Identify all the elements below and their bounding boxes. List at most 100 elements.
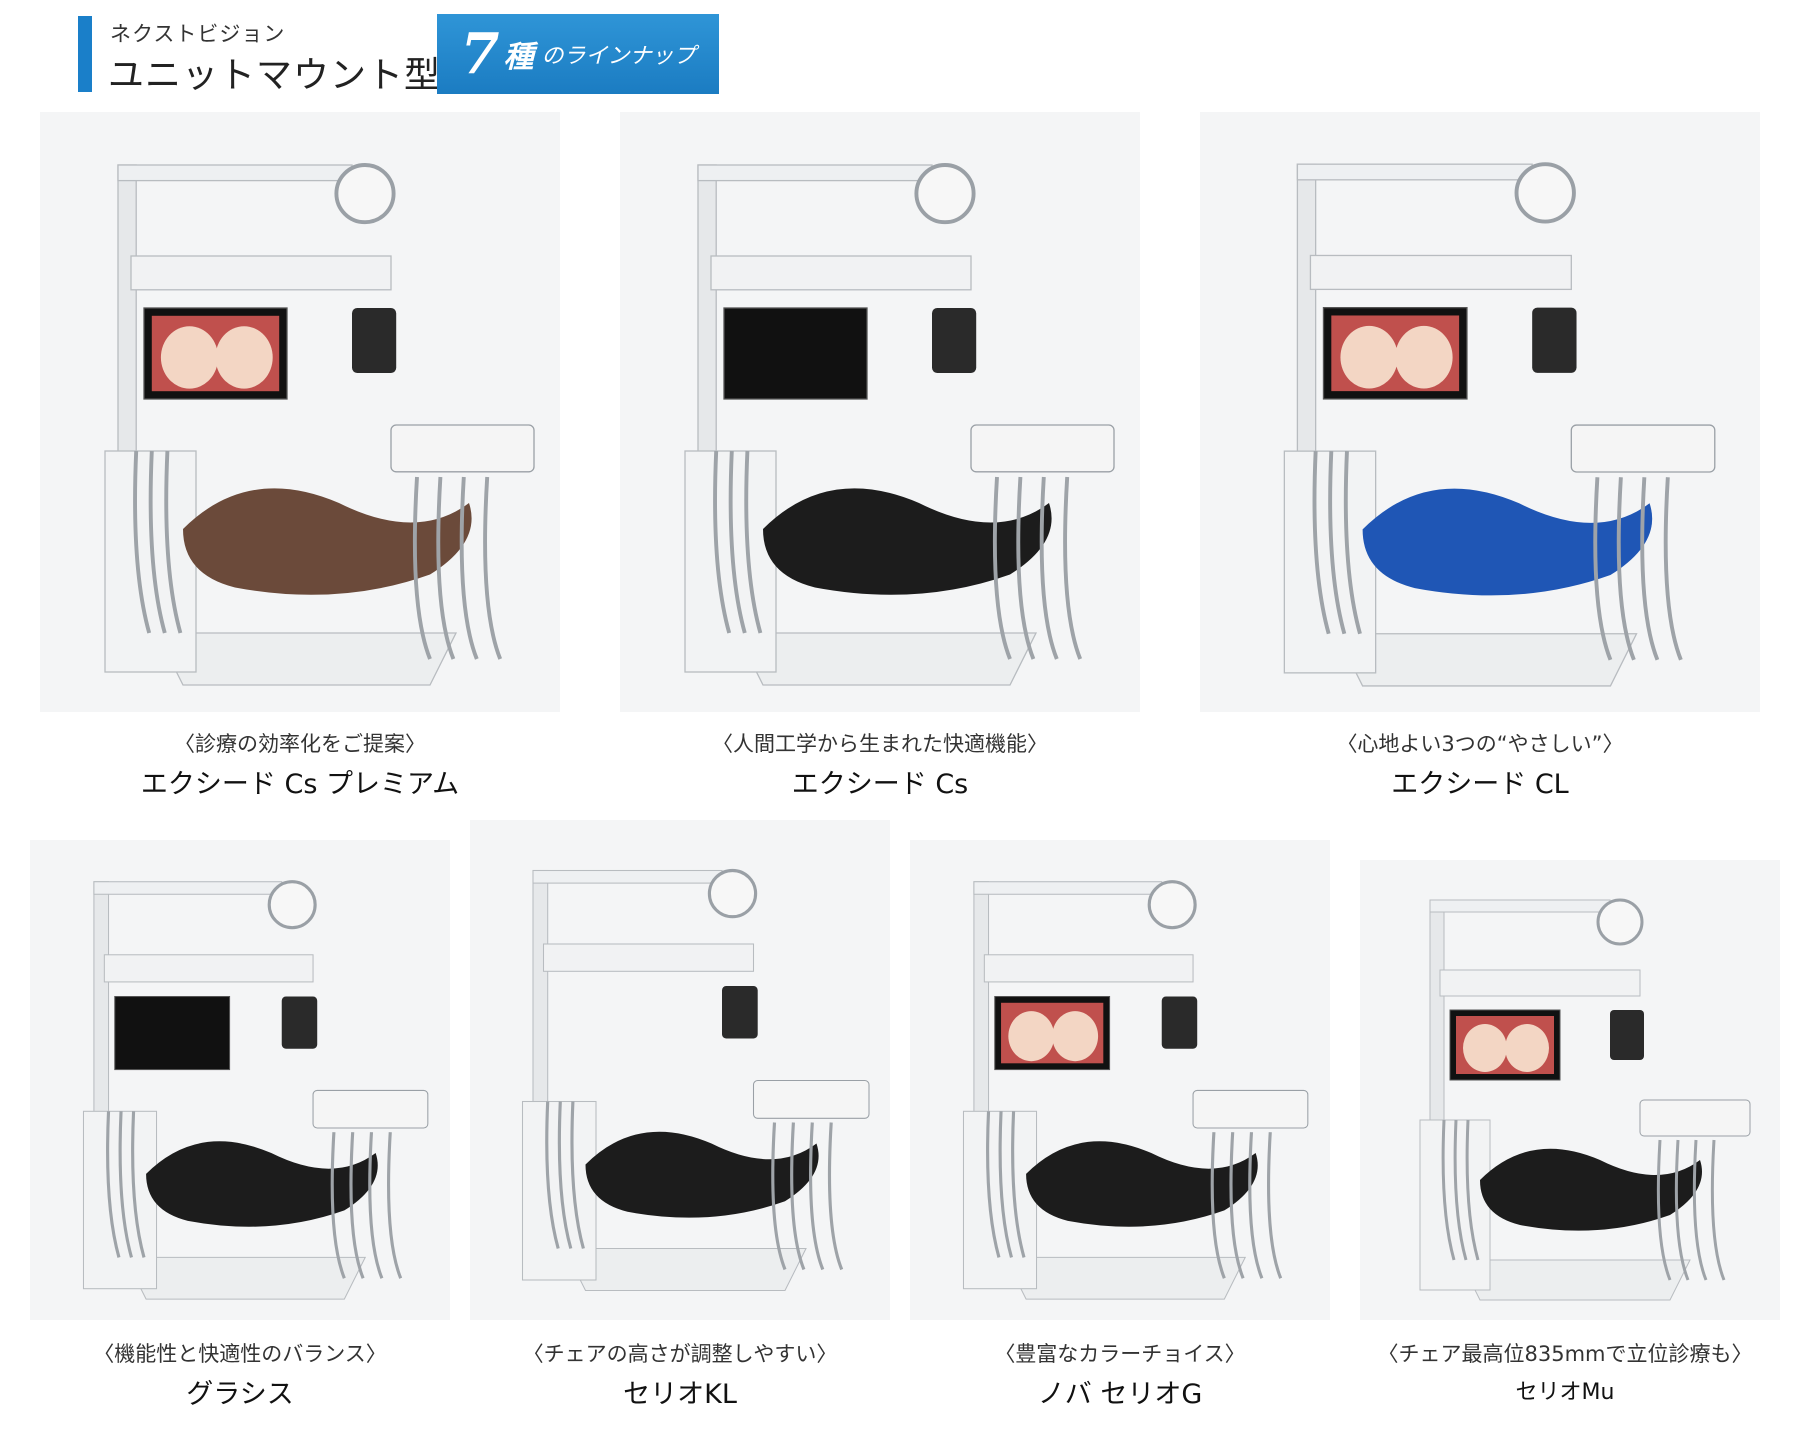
instrument-hose xyxy=(1248,1132,1264,1279)
header-accent-bar xyxy=(78,16,92,92)
instrument-hose xyxy=(1343,451,1362,635)
product-tagline: 〈心地よい3つの“やさしい”〉 xyxy=(1336,732,1624,756)
instrument-tray xyxy=(1639,1099,1751,1137)
instrument-hose xyxy=(827,1122,844,1271)
product-name: グラシス xyxy=(186,1379,294,1410)
monitor-arm xyxy=(1309,254,1572,291)
instrument-hose xyxy=(164,450,183,634)
dental-unit-illustration xyxy=(1283,162,1716,687)
chair-base xyxy=(155,632,458,686)
intraoral-camera-icon xyxy=(1161,996,1198,1049)
instrument-hose xyxy=(1229,1132,1245,1279)
product-tagline: 〈豊富なカラーチョイス〉 xyxy=(994,1342,1246,1366)
instrument-hose xyxy=(118,1111,133,1258)
instrument-hose xyxy=(557,1101,573,1249)
instrument-hose xyxy=(1441,1119,1456,1261)
product-image-serio-mu xyxy=(1360,860,1780,1320)
instrument-hose xyxy=(1016,476,1036,660)
instrument-hose xyxy=(133,450,152,634)
operating-light-icon xyxy=(1596,898,1644,946)
instrument-hose xyxy=(368,1132,384,1279)
operating-light-icon xyxy=(267,880,317,930)
lineup-badge: 7 種 のラインナップ xyxy=(437,14,719,94)
instrument-hose xyxy=(459,476,479,660)
instrument-hose xyxy=(986,1111,1001,1258)
instrument-hose xyxy=(728,450,747,634)
instrument-hose xyxy=(1312,451,1331,635)
instrument-hose xyxy=(1674,1139,1690,1281)
chair-base xyxy=(563,1247,807,1292)
instrument-hose xyxy=(436,476,456,660)
instrument-hose xyxy=(387,1132,403,1279)
product-image-exceed-cs xyxy=(620,112,1140,712)
monitor-arm xyxy=(130,255,392,291)
monitor-frame xyxy=(723,307,868,400)
tooth-icon xyxy=(1340,325,1398,389)
monitor-arm xyxy=(710,255,972,291)
tooth-icon xyxy=(215,326,273,389)
operating-light-icon xyxy=(914,163,976,225)
product-name: エクシード CL xyxy=(1391,769,1569,800)
instrument-hose xyxy=(1465,1119,1480,1261)
header-subtitle: ネクストビジョン xyxy=(110,22,286,46)
monitor-arm xyxy=(983,954,1194,983)
dental-unit-illustration xyxy=(82,880,429,1300)
light-arm xyxy=(117,164,353,182)
instrument-tray xyxy=(1192,1089,1309,1129)
instrument-hose xyxy=(1267,1132,1283,1279)
instrument-hose xyxy=(790,1122,806,1271)
operating-light-icon xyxy=(1514,162,1576,224)
instrument-tray xyxy=(970,424,1115,473)
instrument-hose xyxy=(570,1101,585,1249)
instrument-tray xyxy=(1570,424,1716,473)
instrument-tray xyxy=(312,1089,429,1129)
instrument-hose xyxy=(713,450,732,634)
chair-base xyxy=(124,1256,367,1300)
light-arm xyxy=(532,869,723,884)
dental-unit-illustration xyxy=(104,163,535,686)
tooth-icon xyxy=(1008,1011,1055,1062)
chair-seat xyxy=(763,488,1052,595)
product-name: ノバ セリオG xyxy=(1037,1379,1203,1410)
instrument-hose xyxy=(131,1111,146,1258)
monitor-frame xyxy=(114,996,231,1071)
chair-seat xyxy=(585,1131,819,1218)
instrument-hose xyxy=(349,1132,365,1279)
instrument-tray xyxy=(752,1079,870,1119)
chair-base xyxy=(735,632,1038,686)
instrument-hose xyxy=(1656,1139,1672,1281)
instrument-hose xyxy=(1663,477,1683,661)
instrument-hose xyxy=(1453,1119,1468,1261)
instrument-hose xyxy=(998,1111,1013,1258)
intraoral-camera-icon xyxy=(722,986,758,1039)
product-tagline: 〈診療の効率化をご提案〉 xyxy=(174,732,426,756)
product-tagline: 〈機能性と快適性のバランス〉 xyxy=(93,1342,387,1366)
instrument-hose xyxy=(545,1101,560,1249)
operating-light-icon xyxy=(707,868,758,919)
instrument-tray xyxy=(390,424,535,473)
chair-seat xyxy=(183,488,472,595)
instrument-hose xyxy=(992,476,1012,660)
instrument-hose xyxy=(1692,1139,1708,1281)
intraoral-camera-icon xyxy=(1610,1010,1644,1060)
chair-seat xyxy=(1480,1148,1702,1231)
monitor-arm xyxy=(542,943,755,972)
light-arm xyxy=(1429,899,1611,913)
instrument-hose xyxy=(1011,1111,1026,1258)
product-image-exceed-cs-premium xyxy=(40,112,560,712)
product-tagline: 〈チェア最高位835mmで立位診療も〉 xyxy=(1377,1342,1753,1366)
tooth-icon xyxy=(160,326,219,389)
operating-light-icon xyxy=(1147,880,1197,930)
light-arm xyxy=(1296,163,1533,181)
dental-unit-illustration xyxy=(684,163,1115,686)
light-arm xyxy=(973,881,1163,895)
instrument-hose xyxy=(148,450,167,634)
instrument-hose xyxy=(1616,477,1636,661)
lineup-count: 7 xyxy=(460,21,500,87)
operating-light-icon xyxy=(334,163,396,225)
tooth-icon xyxy=(1505,1024,1549,1072)
instrument-hose xyxy=(1210,1132,1226,1279)
product-name: セリオMu xyxy=(1515,1380,1615,1405)
instrument-hose xyxy=(106,1111,121,1258)
product-tagline: 〈チェアの高さが調整しやすい〉 xyxy=(522,1342,838,1366)
